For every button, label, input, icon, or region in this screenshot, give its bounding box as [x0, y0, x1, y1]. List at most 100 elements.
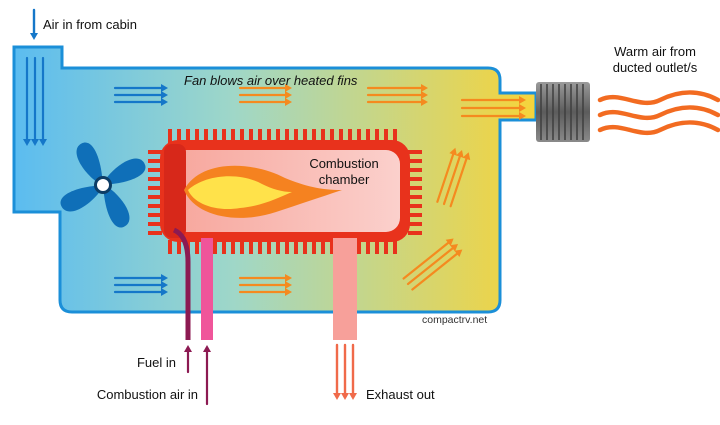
- warm-air-label-line-2: ducted outlet/s: [612, 60, 698, 75]
- heat-fin: [168, 129, 172, 143]
- flow-arrow-head: [285, 288, 292, 296]
- heat-fin: [312, 240, 316, 254]
- flow-arrow-head: [455, 150, 464, 158]
- flow-arrow-shaft: [406, 247, 454, 286]
- airflow-arrows: [113, 84, 526, 296]
- heat-exchanger-fins: [148, 129, 422, 254]
- combustion-air-in-label: Combustion air in: [96, 387, 198, 402]
- heat-fin: [204, 129, 208, 143]
- flow-arrow-head: [285, 84, 292, 92]
- flow-arrow-head: [285, 98, 292, 106]
- warm-air-label-line-1: Warm air from: [614, 44, 696, 59]
- flow-arrow-head: [462, 152, 471, 161]
- heat-fin: [408, 195, 422, 199]
- flow-arrow-head: [31, 139, 39, 146]
- heat-fin: [148, 204, 162, 208]
- heat-fin: [330, 240, 334, 254]
- fan-blade: [103, 186, 130, 228]
- heat-fin: [408, 177, 422, 181]
- fan-blade: [76, 142, 103, 184]
- credit-label: compactrv.net: [422, 314, 488, 326]
- heat-fin: [312, 129, 316, 143]
- heat-fin: [303, 240, 307, 254]
- heat-fin: [148, 213, 162, 217]
- heat-fin: [267, 129, 271, 143]
- cabin-air-inlet-arrows: [23, 8, 47, 146]
- air-in-label: Air in from cabin: [43, 17, 137, 32]
- heat-fin: [267, 240, 271, 254]
- heat-fin: [285, 129, 289, 143]
- flow-arrow-head: [445, 238, 454, 247]
- flow-arrow-head: [519, 112, 526, 120]
- flow-arrow-head: [285, 274, 292, 282]
- heat-fin: [408, 168, 422, 172]
- heat-fin: [148, 150, 162, 154]
- heat-fin: [357, 240, 361, 254]
- flow-arrow-head: [161, 98, 168, 106]
- flow-arrow-head: [349, 393, 357, 400]
- flow-arrow-head: [519, 104, 526, 112]
- fan-note-label: Fan blows air over heated fins: [184, 73, 358, 88]
- heat-fin: [321, 240, 325, 254]
- flow-arrow-head: [161, 281, 168, 289]
- heat-fin: [393, 240, 397, 254]
- heat-fin: [357, 129, 361, 143]
- heat-fin: [177, 240, 181, 254]
- heat-fin: [168, 240, 172, 254]
- flow-arrow-head: [421, 98, 428, 106]
- heat-fin: [348, 129, 352, 143]
- heat-fin: [186, 129, 190, 143]
- combustion-chamber-label: Combustion chamber: [296, 156, 392, 188]
- flow-arrow-shaft: [449, 157, 468, 208]
- heat-fin: [375, 129, 379, 143]
- heat-fin: [240, 129, 244, 143]
- heat-fin: [294, 240, 298, 254]
- combustion-chamber-label-line-1: Combustion: [309, 156, 379, 171]
- heat-fin: [375, 240, 379, 254]
- heat-fin: [249, 129, 253, 143]
- flow-arrow-shaft: [402, 241, 450, 280]
- heat-fin: [366, 129, 370, 143]
- flow-arrow-head: [161, 84, 168, 92]
- flow-arrow-head: [161, 91, 168, 99]
- heat-fin: [249, 240, 253, 254]
- heat-wave-line: [597, 120, 720, 136]
- warm-air-label: Warm air from ducted outlet/s: [600, 44, 710, 76]
- flow-arrow-head: [421, 91, 428, 99]
- heat-fin: [294, 129, 298, 143]
- heat-fin: [240, 240, 244, 254]
- fan-icon: [60, 142, 146, 228]
- heat-fin: [148, 168, 162, 172]
- fuel-in-label: Fuel in: [136, 355, 176, 370]
- flow-arrow-shaft: [436, 153, 455, 203]
- flow-arrow-head: [203, 345, 211, 352]
- heat-fin: [276, 129, 280, 143]
- flow-arrow-head: [450, 244, 458, 252]
- heat-fin: [195, 129, 199, 143]
- heat-wave-line: [597, 105, 720, 121]
- heat-fin: [148, 186, 162, 190]
- heat-fin: [231, 240, 235, 254]
- heat-fin: [384, 240, 388, 254]
- fan-blade: [104, 158, 146, 185]
- heat-fin: [258, 129, 262, 143]
- flow-arrow-head: [161, 288, 168, 296]
- heat-fin: [384, 129, 388, 143]
- heat-wave-icon: [597, 90, 720, 136]
- heat-fin: [408, 150, 422, 154]
- heat-fin: [285, 240, 289, 254]
- heat-fin: [148, 195, 162, 199]
- heat-fin: [321, 129, 325, 143]
- heat-fin: [408, 159, 422, 163]
- heat-fin: [177, 129, 181, 143]
- heat-fin: [148, 231, 162, 235]
- flow-arrow-head: [454, 249, 463, 257]
- flow-arrow-head: [449, 147, 457, 156]
- combustion-chamber-label-line-2: chamber: [318, 172, 370, 187]
- heat-fin: [408, 213, 422, 217]
- heat-fin: [276, 240, 280, 254]
- exhaust-out-label: Exhaust out: [366, 387, 435, 402]
- heat-fin: [231, 129, 235, 143]
- flow-arrow-head: [184, 345, 192, 352]
